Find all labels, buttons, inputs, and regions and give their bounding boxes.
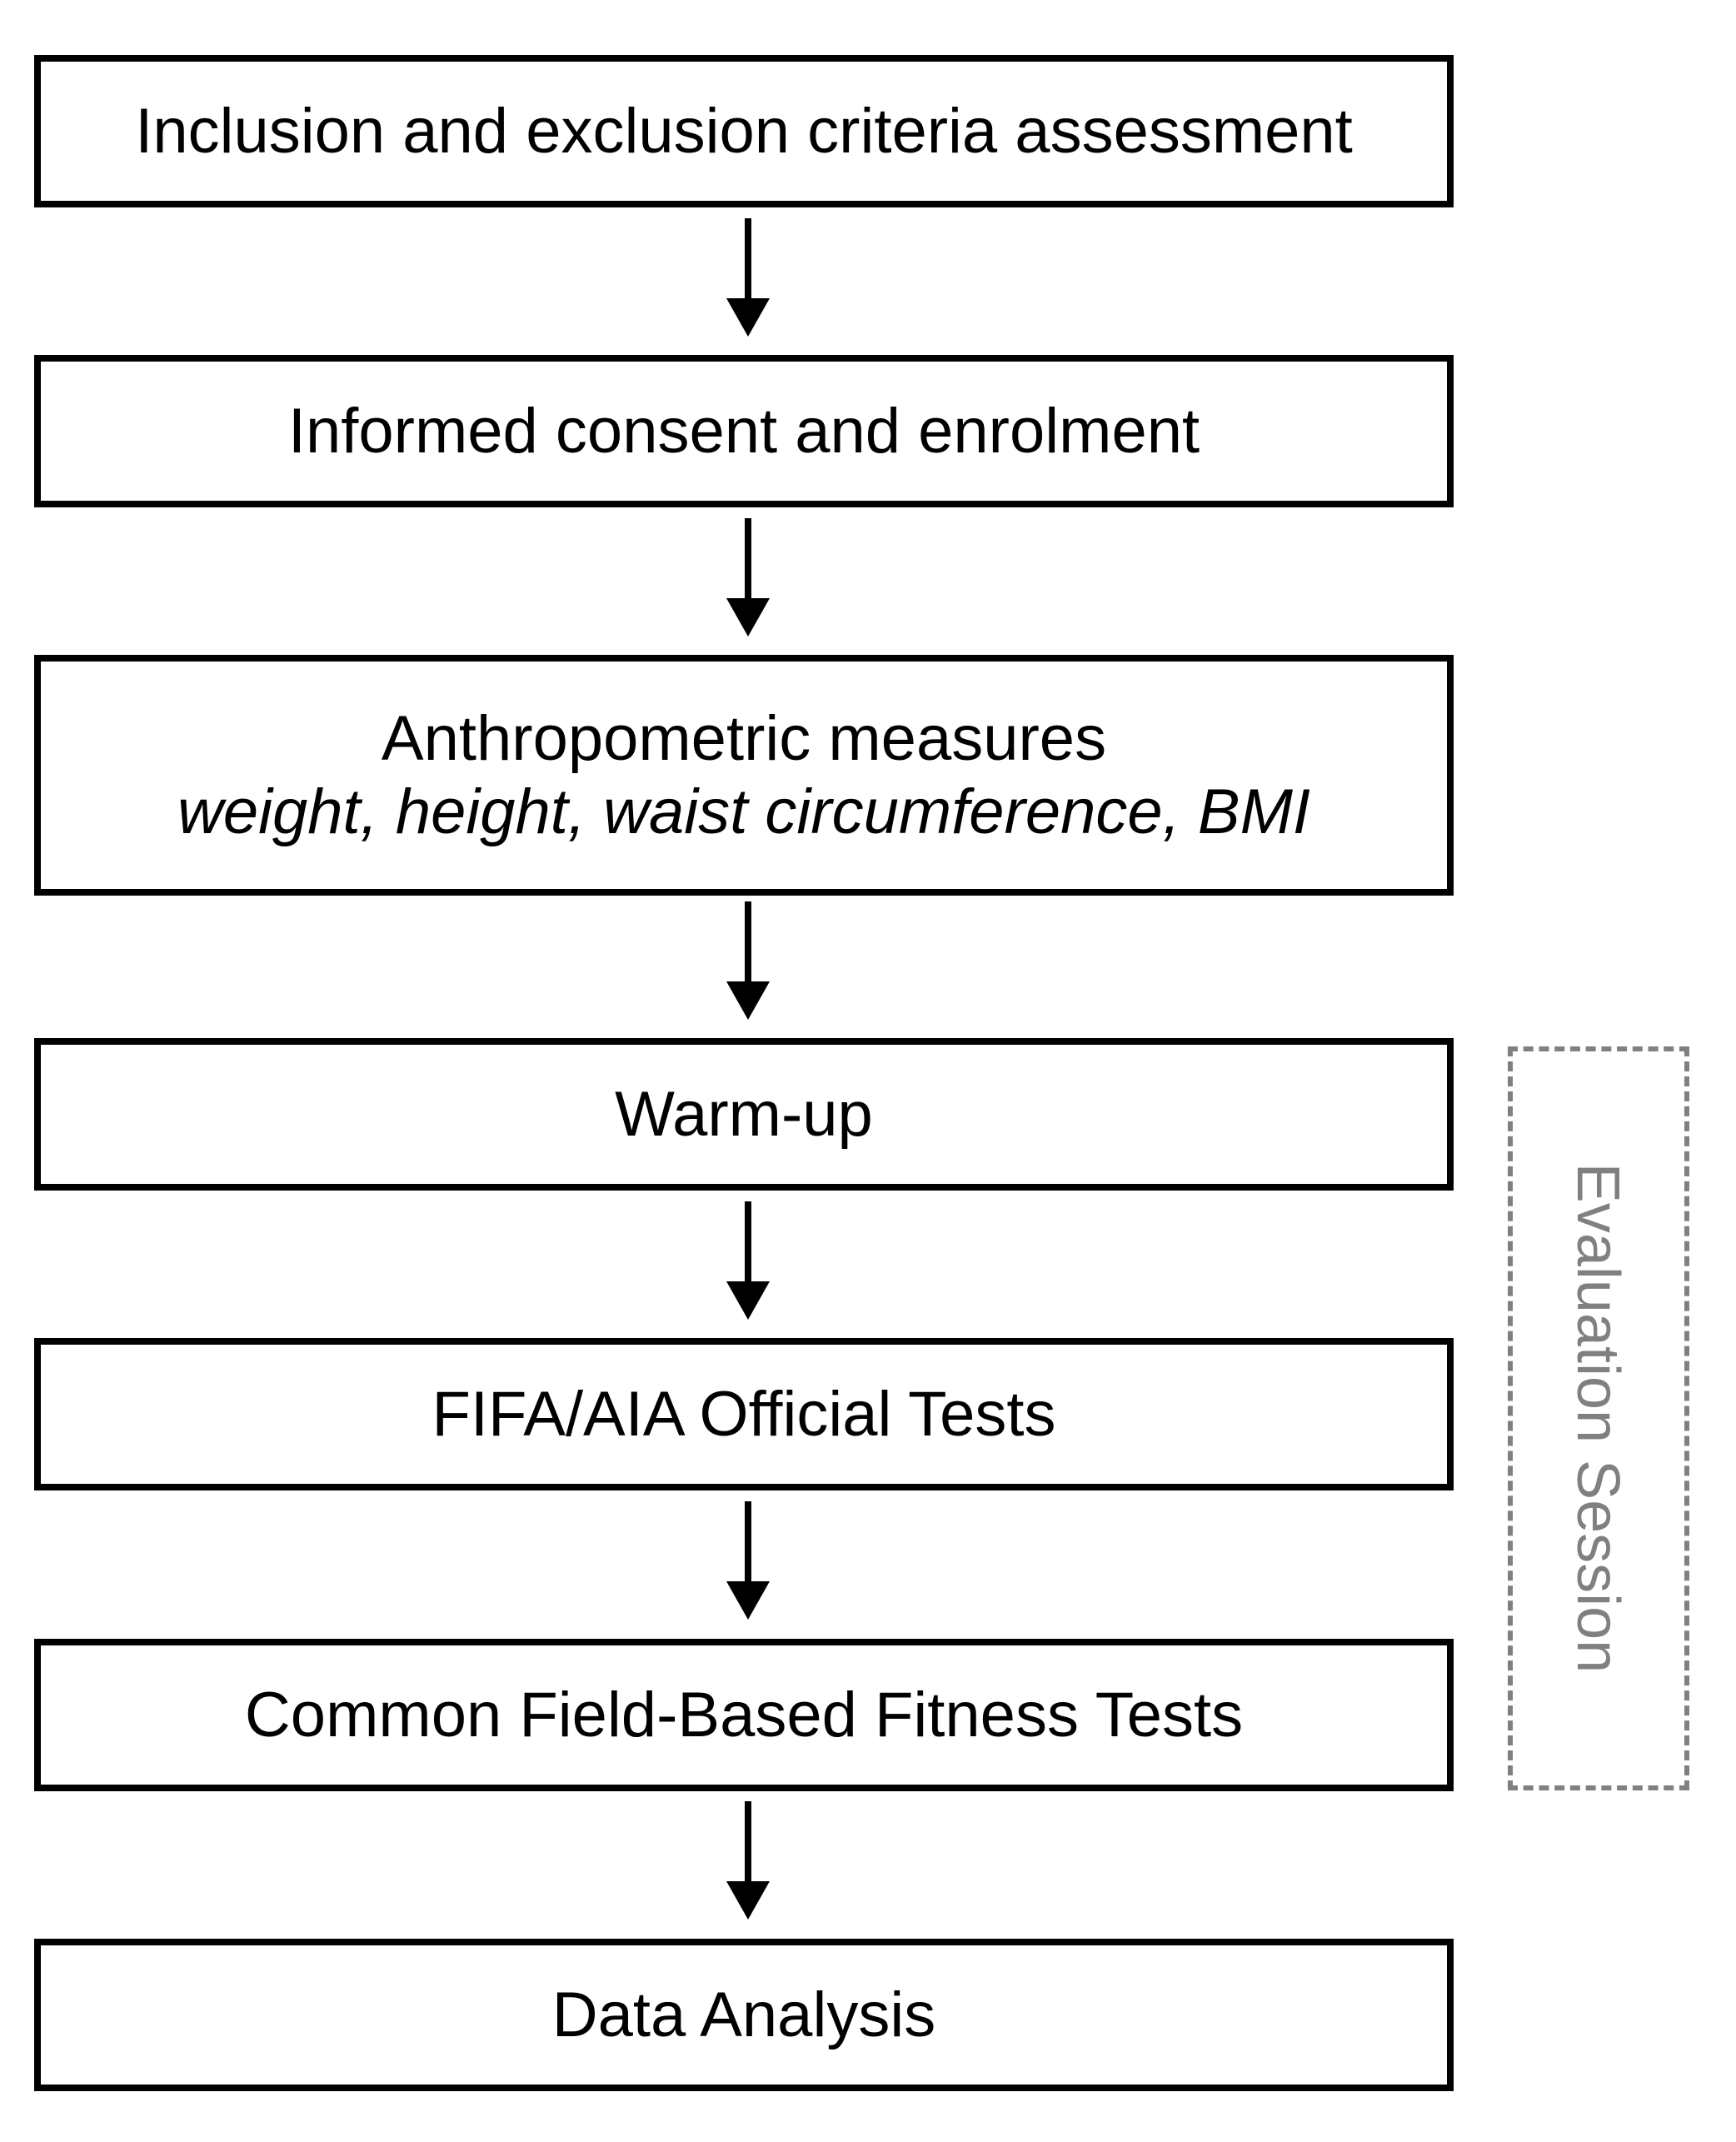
arrow-down-icon — [726, 1201, 770, 1320]
step-label: Data Analysis — [551, 1979, 936, 2050]
step-label: Anthropometric measures — [381, 703, 1107, 775]
arrow-down-icon — [726, 1801, 770, 1920]
step-warm-up: Warm-up — [34, 1038, 1454, 1191]
step-fifa-aia-tests: FIFA/AIA Official Tests — [34, 1338, 1454, 1490]
arrow-down-icon — [726, 218, 770, 337]
step-label: Common Field-Based Fitness Tests — [244, 1679, 1244, 1750]
step-label: Informed consent and enrolment — [287, 395, 1200, 467]
arrow-down-icon — [726, 901, 770, 1020]
step-inclusion-exclusion: Inclusion and exclusion criteria assessm… — [34, 55, 1454, 207]
evaluation-session-bracket — [1508, 1046, 1689, 1790]
arrow-down-icon — [726, 518, 770, 637]
arrow-down-icon — [726, 1501, 770, 1620]
step-label: Warm-up — [615, 1078, 873, 1150]
step-data-analysis: Data Analysis — [34, 1939, 1454, 2091]
step-label: FIFA/AIA Official Tests — [432, 1378, 1056, 1450]
step-sublabel: weight, height, waist circumference, BMI — [177, 776, 1311, 847]
evaluation-session-label: Evaluation Session — [1564, 1162, 1631, 1674]
step-anthropometric-measures: Anthropometric measures weight, height, … — [34, 655, 1454, 896]
step-field-fitness-tests: Common Field-Based Fitness Tests — [34, 1639, 1454, 1791]
step-informed-consent: Informed consent and enrolment — [34, 355, 1454, 507]
step-label: Inclusion and exclusion criteria assessm… — [135, 95, 1353, 167]
